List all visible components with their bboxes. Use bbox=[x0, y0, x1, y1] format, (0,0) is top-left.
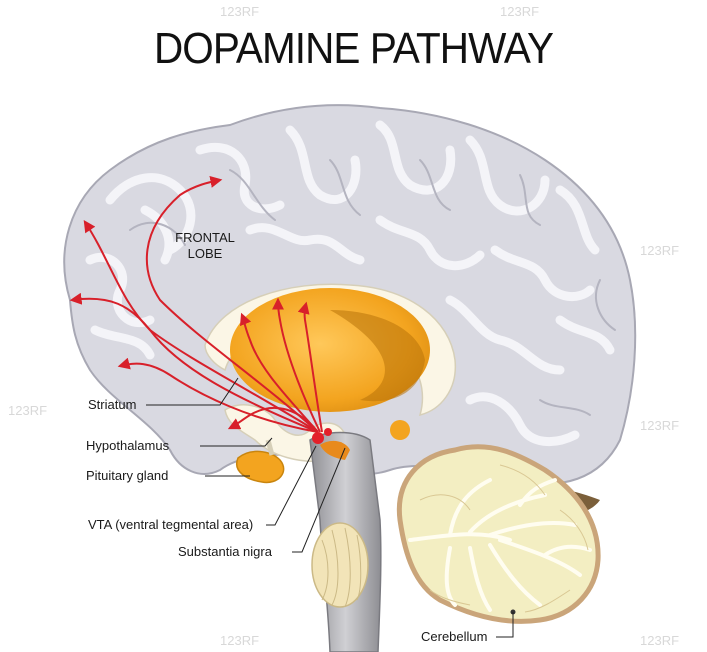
cortex-folds bbox=[85, 120, 615, 447]
striatum-label: Striatum bbox=[88, 397, 136, 412]
vta-dot bbox=[312, 432, 324, 444]
watermark-text: 123RF bbox=[640, 633, 679, 648]
mesocortical-pathway bbox=[69, 292, 319, 433]
label-leader-lines bbox=[146, 377, 514, 638]
page-title: DOPAMINE PATHWAY bbox=[153, 24, 554, 73]
watermark-text: 123RF bbox=[640, 243, 679, 258]
nigrostriatal-pathway bbox=[272, 297, 321, 433]
cerebellum-label: Cerebellum bbox=[421, 629, 487, 644]
pons bbox=[311, 522, 369, 608]
frontal-lobe-label-line1: FRONTAL bbox=[175, 230, 235, 245]
dopamine-pathways bbox=[69, 175, 323, 433]
watermark-text: 123RF bbox=[220, 633, 259, 648]
vta-label: VTA (ventral tegmental area) bbox=[88, 517, 253, 532]
pituitary-gland-label: Pituitary gland bbox=[86, 468, 168, 483]
cortex-sulci bbox=[129, 159, 616, 416]
leader-hypothalamus bbox=[200, 437, 273, 447]
mesocortical-pathway bbox=[145, 175, 319, 433]
substantia-nigra-label: Substantia nigra bbox=[178, 544, 273, 559]
striatum-shadow bbox=[330, 310, 425, 402]
leader-vta bbox=[266, 445, 317, 526]
watermark-text: 123RF bbox=[640, 418, 679, 433]
nigrostriatal-pathway bbox=[297, 301, 323, 433]
mesolimbic-pathway bbox=[227, 406, 319, 433]
leader-substantia-nigra bbox=[292, 447, 346, 553]
nigrostriatal-pathway bbox=[239, 312, 319, 433]
leader-striatum bbox=[146, 377, 239, 406]
mesocortical-pathway bbox=[117, 357, 319, 433]
substantia-nigra-dot bbox=[324, 428, 332, 436]
watermark-text: 123RF bbox=[220, 4, 259, 19]
watermark-text: 123RF bbox=[8, 403, 47, 418]
mesocortical-pathway bbox=[83, 219, 319, 433]
watermarks: 123RF 123RF 123RF 123RF 123RF 123RF 123R… bbox=[8, 4, 679, 648]
leader-cerebellum bbox=[496, 612, 514, 638]
watermark-text: 123RF bbox=[500, 4, 539, 19]
pons-striations bbox=[321, 527, 362, 608]
arbor-vitae bbox=[408, 478, 592, 612]
pituitary-gland bbox=[235, 450, 285, 484]
hypothalamus-label: Hypothalamus bbox=[86, 438, 170, 453]
frontal-lobe-label-line2: LOBE bbox=[188, 246, 223, 261]
nucleus-accumbens bbox=[390, 420, 410, 440]
cerebellum-folia bbox=[419, 464, 589, 613]
